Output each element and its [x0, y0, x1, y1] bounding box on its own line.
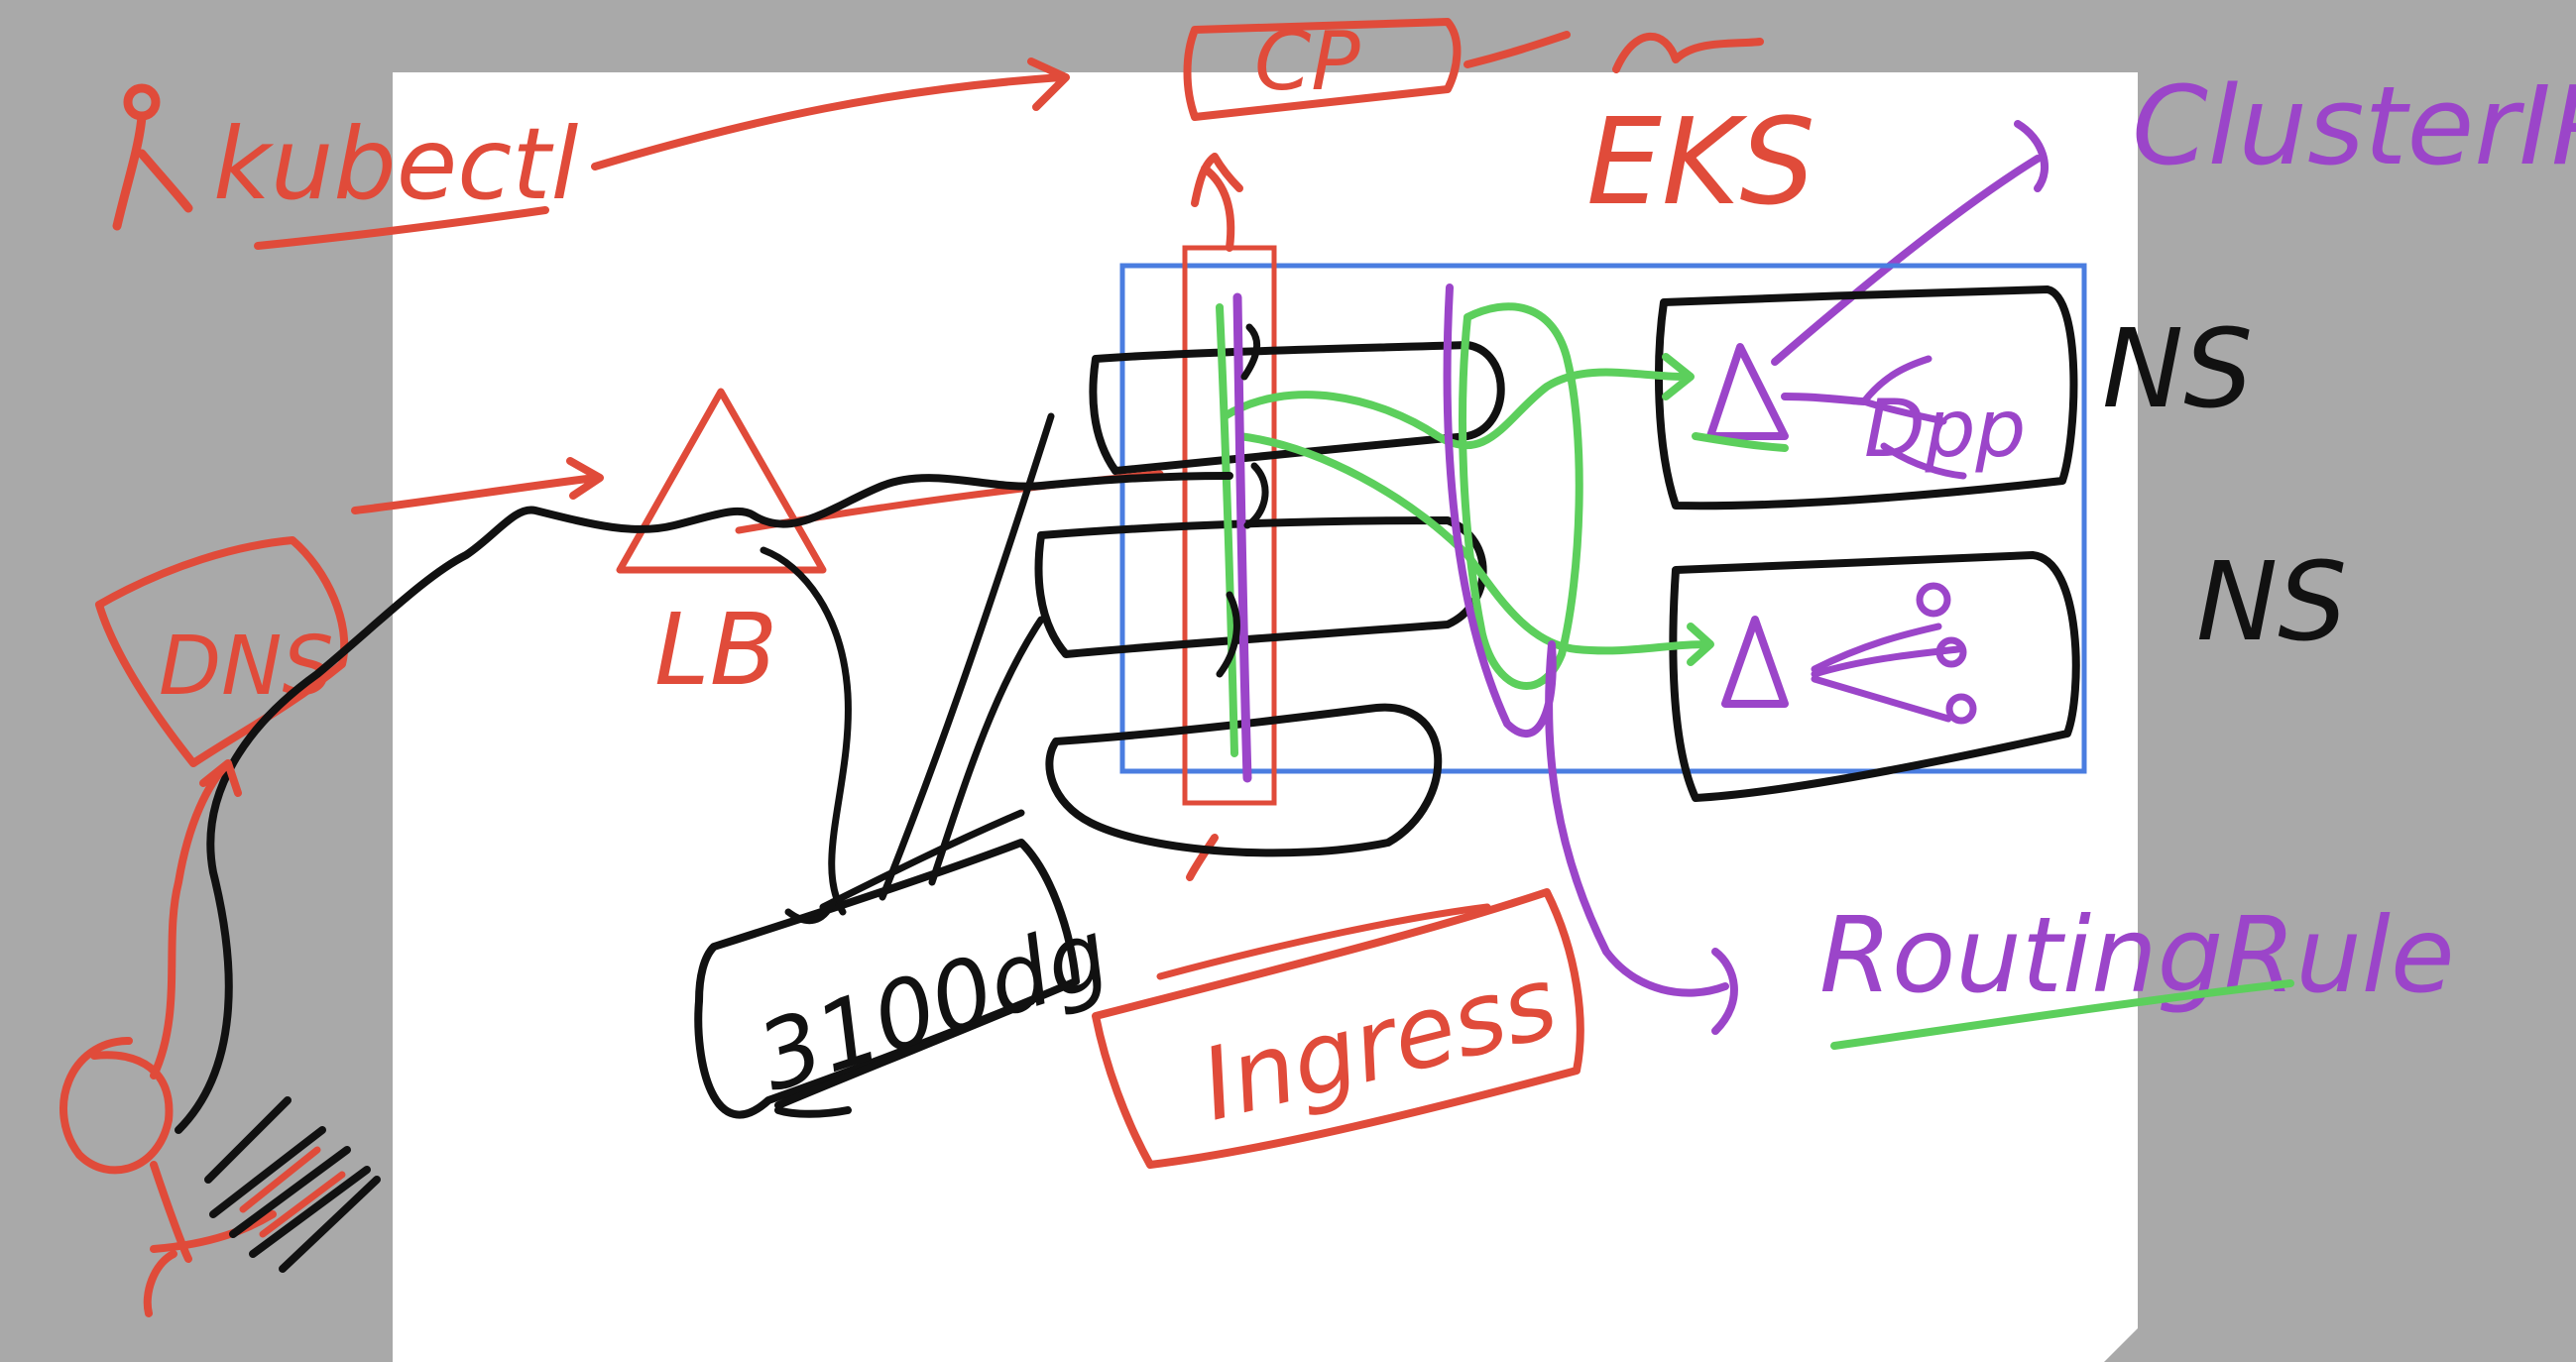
worker-node-3: [1045, 703, 1443, 857]
routing-rule-strike: [1830, 979, 2294, 1050]
control-plane-purple-line: [1232, 292, 1252, 783]
worker-node-2: [1034, 516, 1487, 658]
cluster-ip-arrow: [1771, 120, 2049, 366]
service-bottom-icon: [1721, 616, 1789, 708]
namespace-box-bottom: [1669, 551, 2080, 802]
dns-label: DNS: [159, 620, 334, 714]
namespace-label-top: NS: [2102, 305, 2253, 432]
ingress-box: [1092, 888, 1584, 1169]
namespace-boxes: [1655, 285, 2080, 802]
ingress-box-top-stroke: [1156, 903, 1491, 980]
control-plane-black-tick: [1216, 323, 1269, 678]
cp-tail-squiggle: [1464, 31, 1764, 73]
lb-icon: [616, 388, 827, 574]
dns-record-connectors: [760, 412, 1055, 925]
routing-rule-label: RoutingRule: [1819, 895, 2455, 1016]
control-plane-up-arrow: [1191, 153, 1243, 252]
worker-node-1: [1089, 341, 1505, 475]
kubectl-to-cp-arrow: [591, 57, 1070, 170]
pod-fan-bottom: [1811, 582, 1977, 725]
control-plane-green-line: [1216, 303, 1238, 757]
cluster-ip-label: ClusterIP: [2132, 62, 2576, 189]
dns-record-underline: [774, 997, 1035, 1118]
kubectl-user-icon: [112, 83, 193, 231]
kubectl-underline: [254, 206, 549, 250]
dns-box: [95, 536, 349, 767]
routing-paths: [1216, 302, 1789, 757]
page-corner-fold: [2104, 1328, 2138, 1362]
routing-rule-curve: [1443, 284, 1738, 1035]
control-plane-tail: [1186, 834, 1219, 881]
eks-cluster-boundary: [1119, 263, 2087, 774]
pod-fan-top: [1860, 355, 1967, 480]
lb-label: LB: [654, 592, 777, 708]
client-hatching-red: [239, 1146, 346, 1238]
worker-node-stack: [1034, 341, 1505, 857]
dns-to-lb-arrow: [351, 457, 604, 514]
cp-box: [1183, 18, 1462, 121]
namespace-label-bottom: NS: [2196, 538, 2347, 665]
client-to-dns-red-path: [150, 759, 242, 1079]
route-to-service-top: [1221, 353, 1695, 450]
client-user-icon: [59, 1037, 277, 1317]
client-hatching: [204, 1096, 381, 1273]
kubectl-label: kubectl: [213, 106, 578, 222]
pod-label-top: Dpp: [1864, 383, 2026, 475]
namespace-box-top: [1655, 285, 2078, 511]
cp-label: CP: [1254, 15, 1360, 109]
eks-label: EKS: [1586, 94, 1815, 232]
route-to-service-bottom: [1235, 432, 1714, 666]
service-top-green-mark: [1692, 432, 1789, 452]
ingress-routing-oval: [1459, 302, 1583, 690]
request-path: [175, 472, 1233, 1134]
